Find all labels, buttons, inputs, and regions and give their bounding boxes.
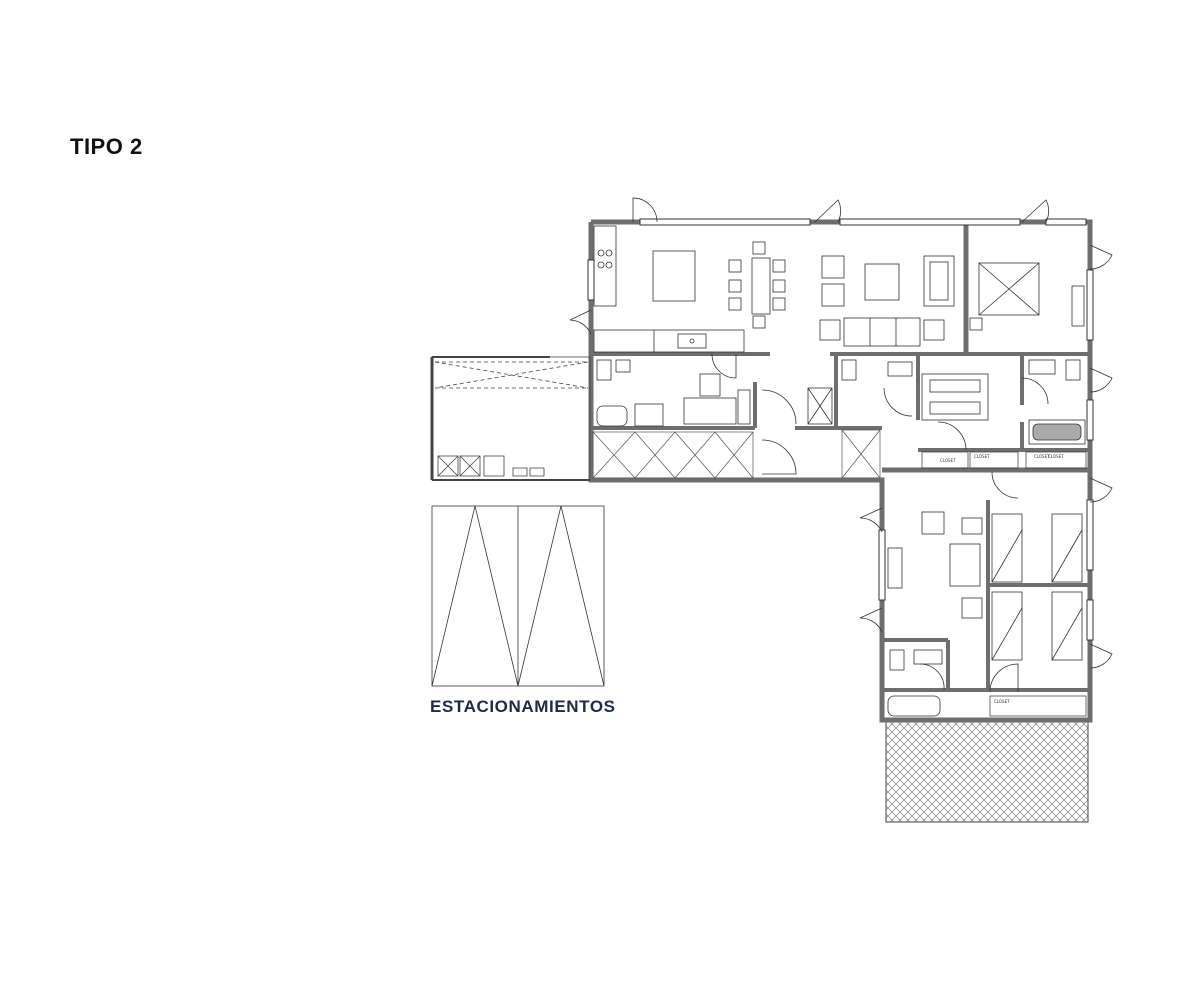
secondary-bedrooms	[991, 513, 1083, 661]
closet-label: CLOSET	[974, 454, 990, 459]
patio-strip	[592, 429, 881, 479]
closet-label: CLOSET	[940, 458, 956, 463]
windows	[587, 218, 1094, 641]
parking-label: ESTACIONAMIENTOS	[430, 697, 616, 716]
plan-title: TIPO 2	[70, 134, 143, 159]
door-swings	[569, 197, 1113, 693]
closet-labels: CLOSET CLOSET CLOSET CLOSET CLOSET	[940, 454, 1064, 704]
kitchen	[593, 225, 745, 353]
closet-label: CLOSET	[994, 699, 1010, 704]
terrace	[885, 721, 1089, 823]
interior-walls	[591, 352, 1090, 692]
carport	[430, 356, 591, 481]
living-dining	[652, 241, 955, 347]
closet-label: CLOSET	[1034, 454, 1050, 459]
bathrooms	[596, 359, 1086, 717]
closets	[921, 451, 1087, 717]
exterior-walls	[588, 219, 1093, 723]
master-bedroom	[969, 262, 1085, 331]
parking-spaces	[431, 505, 605, 687]
study	[683, 373, 833, 425]
family-area	[887, 373, 989, 619]
closet-label: CLOSET	[1048, 454, 1064, 459]
